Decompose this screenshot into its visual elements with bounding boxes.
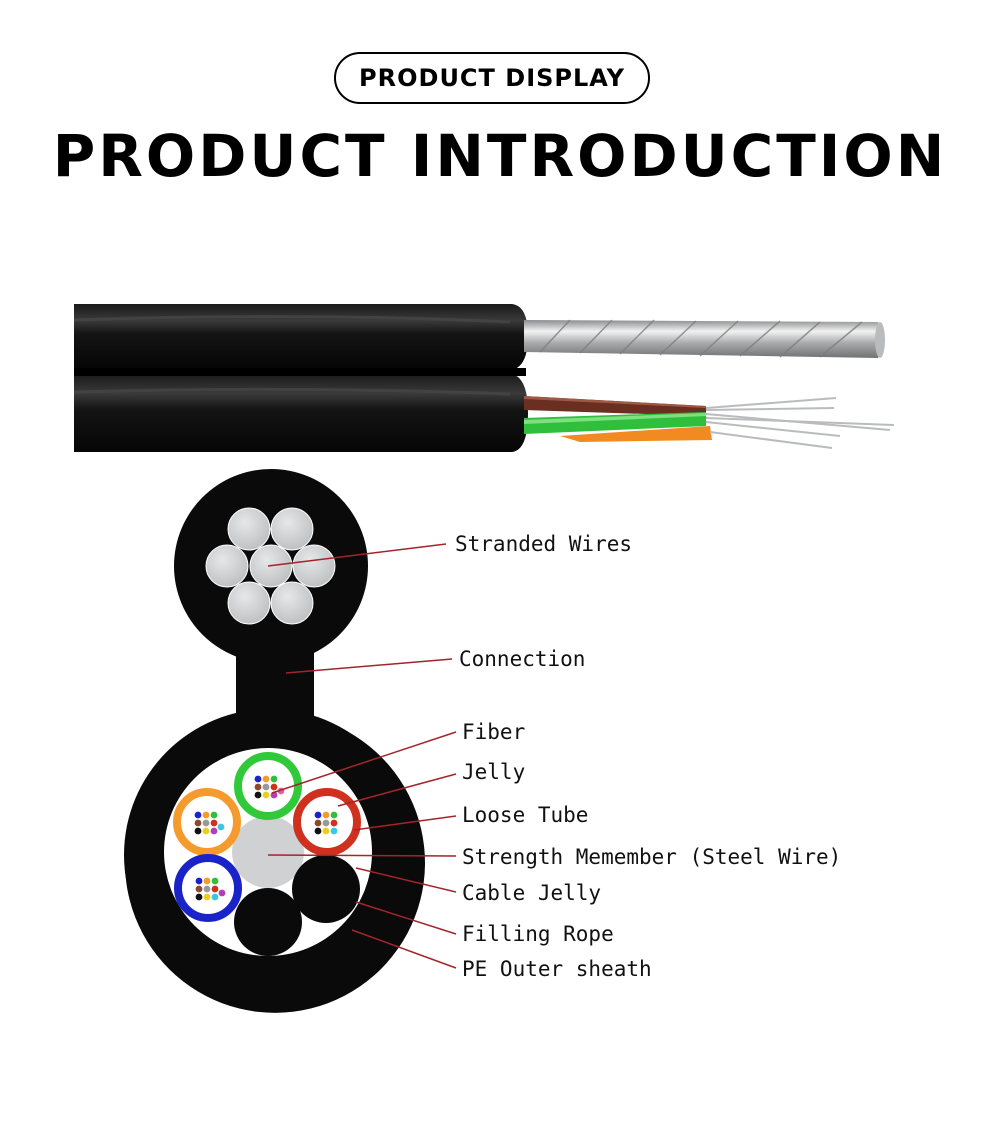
leader-strength-member xyxy=(267,854,457,857)
label-strength-member: Strength Memember (Steel Wire) xyxy=(462,845,842,869)
stranded-steel-wire xyxy=(524,319,885,358)
fibers-red-tube xyxy=(314,811,338,835)
bare-fibers xyxy=(705,397,895,449)
label-connection: Connection xyxy=(459,647,586,671)
filling-rope-1 xyxy=(292,855,360,923)
product-display-badge: PRODUCT DISPLAY xyxy=(334,52,650,104)
label-loose-tube: Loose Tube xyxy=(462,803,589,827)
optical-unit-jacket xyxy=(74,374,528,452)
loose-tubes-side xyxy=(524,396,712,442)
leader-filling-rope xyxy=(355,901,457,935)
label-pe-outer-sheath: PE Outer sheath xyxy=(462,957,652,981)
label-jelly: Jelly xyxy=(462,760,526,784)
leader-cable-jelly xyxy=(355,867,457,893)
leader-pe-outer-sheath xyxy=(351,929,457,969)
leader-connection xyxy=(285,658,453,674)
strength-member xyxy=(232,816,304,888)
label-cable-jelly: Cable Jelly xyxy=(462,881,602,905)
label-stranded-wires: Stranded Wires xyxy=(455,532,633,556)
page-title: PRODUCT INTRODUCTION xyxy=(52,122,948,190)
fibers-orange-tube xyxy=(194,811,225,835)
cable-side-view xyxy=(73,304,895,452)
label-fiber: Fiber xyxy=(462,720,526,744)
messenger-jacket xyxy=(74,304,528,370)
label-filling-rope: Filling Rope xyxy=(462,922,614,946)
cable-cross-section xyxy=(124,469,426,1013)
leader-fiber xyxy=(271,731,457,794)
leader-jelly xyxy=(337,773,457,807)
leader-stranded-wires xyxy=(267,543,447,567)
fibers-blue-tube xyxy=(195,877,226,901)
filling-rope-2 xyxy=(234,888,302,956)
leader-loose-tube xyxy=(353,815,457,831)
leader-lines xyxy=(267,543,457,969)
